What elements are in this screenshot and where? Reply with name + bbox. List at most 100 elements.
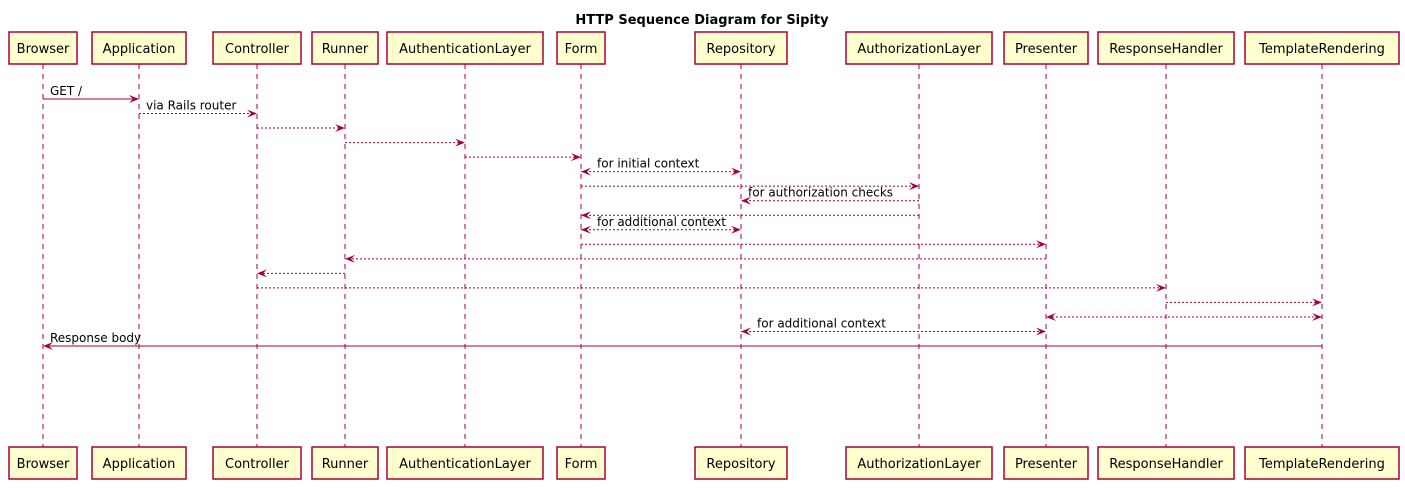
- participant-box: [556, 446, 606, 480]
- participant-box: [1097, 31, 1235, 65]
- participant-browser-top: Browser: [8, 31, 78, 65]
- participant-label: Form: [565, 457, 598, 472]
- arrow-head: [741, 327, 751, 336]
- participant-application-top: Application: [91, 31, 187, 65]
- participant-browser-bottom: Browser: [8, 446, 78, 480]
- participant-box: [212, 446, 302, 480]
- participant-box: [1097, 446, 1235, 480]
- message-arrow: [581, 182, 919, 191]
- arrow-head: [731, 225, 741, 234]
- message-arrow: Response body: [43, 331, 1322, 351]
- arrow-head: [571, 153, 581, 162]
- participant-box: [556, 31, 606, 65]
- message-arrow: for additional context: [581, 215, 741, 234]
- participant-repository-top: Repository: [694, 31, 788, 65]
- participant-label: Browser: [17, 457, 70, 472]
- participant-label: ResponseHandler: [1109, 457, 1223, 472]
- lifelines: [42, 64, 1323, 447]
- participant-box: [212, 31, 302, 65]
- participant-label: TemplateRendering: [1258, 42, 1385, 57]
- message-arrow: [345, 254, 1046, 263]
- arrow-head: [1036, 240, 1046, 249]
- arrow-head: [129, 95, 139, 103]
- participant-box: [845, 446, 993, 480]
- arrow-head: [1312, 298, 1322, 307]
- message-arrow: for initial context: [581, 157, 741, 176]
- participant-box: [311, 446, 379, 480]
- participant-label: Repository: [706, 457, 775, 472]
- message-label: for authorization checks: [748, 186, 893, 200]
- participant-box: [91, 446, 187, 480]
- arrow-head: [741, 196, 751, 205]
- participants-bottom: Browser Application Controller Runner Authen…: [8, 446, 1400, 480]
- message-arrow: [257, 124, 345, 133]
- message-label: for additional context: [597, 215, 726, 229]
- participant-label: Runner: [322, 42, 369, 57]
- message-arrow: [257, 283, 1166, 292]
- participant-template-rendering-bottom: TemplateRendering: [1244, 446, 1400, 480]
- participant-label: Controller: [225, 457, 290, 472]
- message-arrow: [257, 269, 345, 278]
- arrow-head: [1036, 327, 1046, 336]
- arrow-head: [247, 109, 257, 118]
- arrow-head: [257, 269, 267, 278]
- diagram-title: HTTP Sequence Diagram for Sipity: [575, 13, 829, 28]
- participant-repository-bottom: Repository: [694, 446, 788, 480]
- participant-label: Repository: [706, 42, 775, 57]
- participant-label: ResponseHandler: [1109, 42, 1223, 57]
- participant-authentication-layer-bottom: AuthenticationLayer: [386, 446, 544, 480]
- participant-label: TemplateRendering: [1258, 457, 1385, 472]
- participant-response-handler-bottom: ResponseHandler: [1097, 446, 1235, 480]
- message-label: for additional context: [757, 316, 886, 330]
- participant-authentication-layer-top: AuthenticationLayer: [386, 31, 544, 65]
- participant-label: AuthorizationLayer: [857, 457, 981, 472]
- participant-box: [8, 31, 78, 65]
- participant-box: [1003, 446, 1089, 480]
- participant-label: Controller: [225, 42, 290, 57]
- participant-label: Form: [565, 42, 598, 57]
- participant-presenter-bottom: Presenter: [1003, 446, 1089, 480]
- message-arrow: via Rails router: [139, 99, 257, 118]
- participant-label: Presenter: [1015, 42, 1078, 57]
- arrow-head: [335, 124, 345, 133]
- arrow-head: [581, 211, 591, 220]
- participant-response-handler-top: ResponseHandler: [1097, 31, 1235, 65]
- arrow-head: [581, 225, 591, 234]
- messages: GET / via Rails router for initial context…: [43, 84, 1322, 351]
- participant-label: Runner: [322, 457, 369, 472]
- participant-box: [386, 31, 544, 65]
- participant-controller-bottom: Controller: [212, 446, 302, 480]
- participant-box: [91, 31, 187, 65]
- message-arrow: [1046, 312, 1322, 321]
- arrow-head: [731, 167, 741, 176]
- message-label: GET /: [50, 84, 83, 98]
- participant-form-top: Form: [556, 31, 606, 65]
- participant-box: [386, 446, 544, 480]
- participants-top: Browser Application Controller Runner Authen…: [8, 31, 1400, 65]
- message-arrow: for additional context: [741, 316, 1046, 336]
- message-arrow: [581, 240, 1046, 249]
- participant-presenter-top: Presenter: [1003, 31, 1089, 65]
- participant-template-rendering-top: TemplateRendering: [1244, 31, 1400, 65]
- message-arrow: GET /: [43, 84, 139, 103]
- participant-runner-top: Runner: [311, 31, 379, 65]
- arrow-head: [1156, 283, 1166, 292]
- participant-label: Application: [103, 457, 176, 472]
- arrow-head: [581, 167, 591, 176]
- arrow-head: [1312, 312, 1322, 321]
- participant-controller-top: Controller: [212, 31, 302, 65]
- arrow-head: [909, 182, 919, 191]
- participant-box: [1244, 31, 1400, 65]
- participant-authorization-layer-top: AuthorizationLayer: [845, 31, 993, 65]
- arrow-head: [455, 138, 465, 147]
- arrow-head: [1046, 312, 1056, 321]
- participant-box: [694, 31, 788, 65]
- participant-label: Browser: [17, 42, 70, 57]
- message-label: via Rails router: [146, 99, 236, 113]
- participant-label: AuthorizationLayer: [857, 42, 981, 57]
- participant-form-bottom: Form: [556, 446, 606, 480]
- participant-box: [8, 446, 78, 480]
- message-arrow: [465, 153, 581, 162]
- message-label: for initial context: [597, 157, 700, 171]
